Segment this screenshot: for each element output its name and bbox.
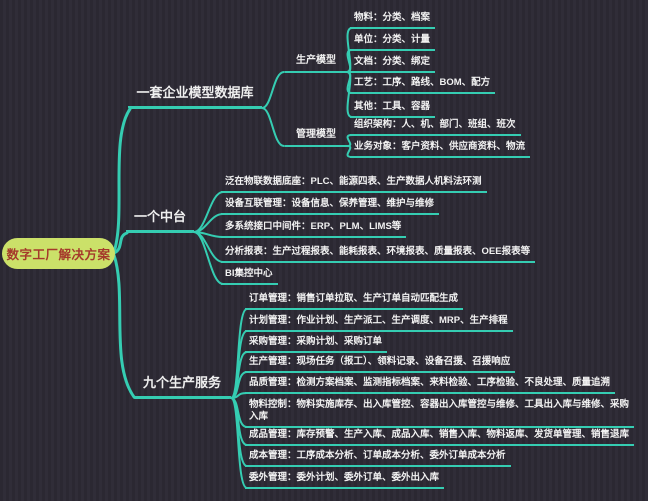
leaf-bi-center[interactable]: BI集控中心 xyxy=(221,268,278,285)
leaf-process[interactable]: 工艺：工序、路线、BOM、配方 xyxy=(350,77,496,94)
node-production-model[interactable]: 生产模型 xyxy=(285,54,347,73)
root-connectors xyxy=(112,107,136,399)
branch-middle-platform[interactable]: 一个中台 xyxy=(126,208,194,233)
leaf-unit[interactable]: 单位：分类、计量 xyxy=(350,34,436,51)
leaf-other[interactable]: 其他：工具、容器 xyxy=(350,101,436,118)
leaf-quality-mgmt[interactable]: 品质管理：检测方案档案、监测指标档案、来料检验、工序检验、不良处理、质量追溯 xyxy=(245,377,616,394)
root-node[interactable]: 数字工厂解决方案 xyxy=(2,238,115,269)
leaf-order-mgmt[interactable]: 订单管理：销售订单拉取、生产订单自动匹配生成 xyxy=(245,293,464,310)
leaf-business-object[interactable]: 业务对象：客户资料、供应商资料、物流 xyxy=(350,141,531,158)
node-management-model[interactable]: 管理模型 xyxy=(285,128,347,147)
branch-nine-production-services[interactable]: 九个生产服务 xyxy=(133,374,231,399)
leaf-document[interactable]: 文档：分类、绑定 xyxy=(350,56,436,73)
leaf-cost-mgmt[interactable]: 成本管理：工序成本分析、订单成本分析、委外订单成本分析 xyxy=(245,450,511,467)
leaf-iot-data-base[interactable]: 泛在物联数据底座：PLC、能源四表、生产数据人机料法环测 xyxy=(221,176,487,193)
leaf-material-control[interactable]: 物料控制：物料实施库存、出入库管控、容器出入库管控与维修、工具出入库与维修、采购… xyxy=(245,399,634,428)
leaf-material[interactable]: 物料：分类、档案 xyxy=(350,12,436,29)
leaf-purchase-mgmt[interactable]: 采购管理：采购计划、采购订单 xyxy=(245,336,388,353)
leaf-outsourcing-mgmt[interactable]: 委外管理：委外计划、委外订单、委外出入库 xyxy=(245,472,445,489)
branch-enterprise-model-db[interactable]: 一套企业模型数据库 xyxy=(128,84,262,109)
leaf-org-structure[interactable]: 组织架构：人、机、部门、班组、班次 xyxy=(350,119,521,136)
leaf-analysis-report[interactable]: 分析报表：生产过程报表、能耗报表、环境报表、质量报表、OEE报表等 xyxy=(221,246,536,263)
leaf-device-interconnect[interactable]: 设备互联管理：设备信息、保养管理、维护与维修 xyxy=(221,198,440,215)
leaf-production-mgmt[interactable]: 生产管理：现场任务（报工）、领料记录、设备召援、召援响应 xyxy=(245,356,516,373)
leaf-middleware[interactable]: 多系统接口中间件：ERP、PLM、LIMS等 xyxy=(221,221,407,238)
leaf-finished-goods-mgmt[interactable]: 成品管理：库存预警、生产入库、成品入库、销售入库、物料返库、发货单管理、销售退库 xyxy=(245,429,635,446)
leaf-plan-mgmt[interactable]: 计划管理：作业计划、生产派工、生产调度、MRP、生产排程 xyxy=(245,315,513,332)
